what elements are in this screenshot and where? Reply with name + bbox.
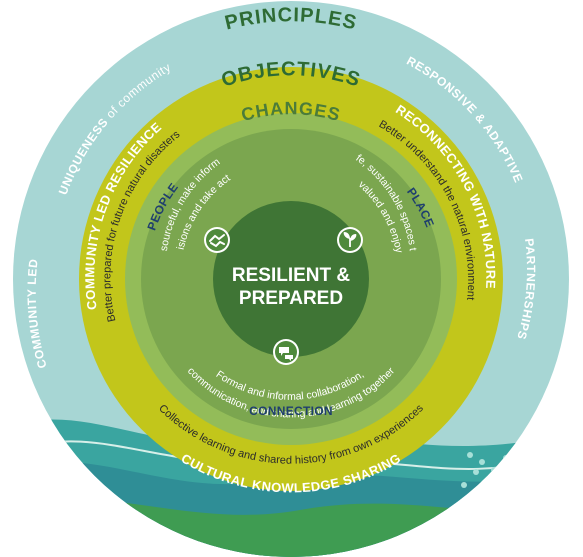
centre-line2: PREPARED [239, 288, 343, 309]
handshake-icon [204, 227, 230, 253]
centre-circle [213, 201, 369, 357]
plant-leaves-icon [337, 227, 363, 253]
principles-title-notch [283, 40, 299, 50]
centre-line1: RESILIENT & [232, 265, 351, 286]
change-connection-title: CONNECTION [249, 404, 333, 418]
objectives-title-notch [283, 92, 299, 102]
speech-bubbles-icon [273, 339, 299, 365]
